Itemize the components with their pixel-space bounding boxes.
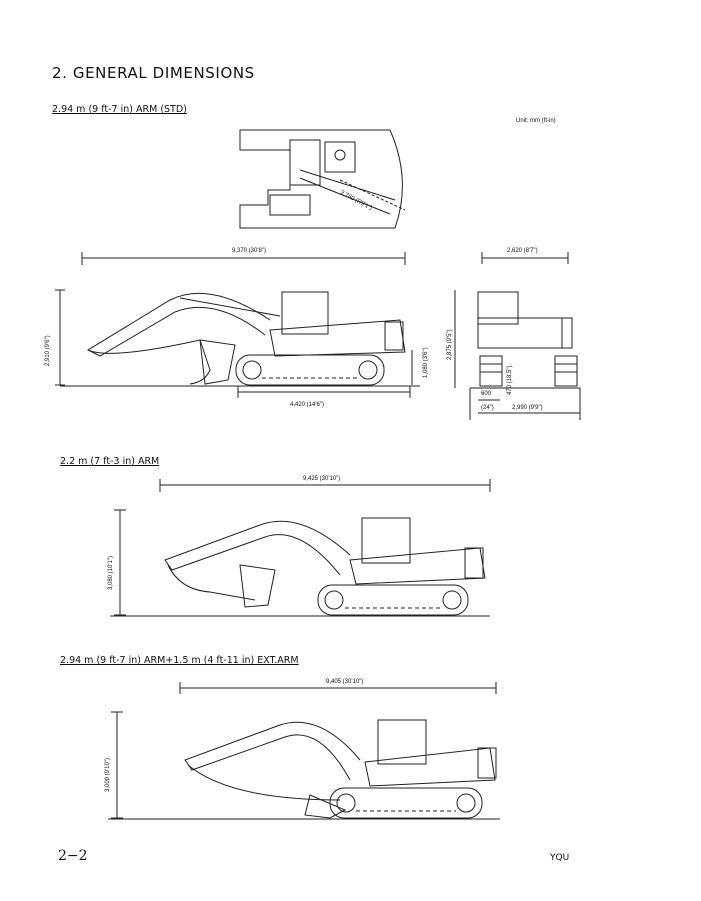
- page-title: 2. GENERAL DIMENSIONS: [52, 64, 255, 82]
- page-number: 2−2: [58, 848, 88, 864]
- unit-note: Unit: mm (ft-in): [516, 118, 556, 124]
- dim-track-width: 2,990 (9'9"): [512, 405, 543, 411]
- dim-track-length: 4,420 (14'6"): [290, 402, 324, 408]
- section3-title: 2.94 m (9 ft-7 in) ARM+1.5 m (4 ft-11 in…: [60, 655, 299, 666]
- dim-overall-length-ext-arm: 9,405 (30'10"): [326, 679, 364, 685]
- dim-overall-length-short-arm: 9,425 (30'10"): [303, 476, 341, 482]
- dim-shoe-width-mm: 600: [481, 391, 492, 397]
- dim-overall-length: 9,370 (30'8"): [232, 248, 266, 254]
- section1-title: 2.94 m (9 ft-7 in) ARM (STD): [52, 104, 187, 115]
- dim-overall-width: 2,620 (8'7"): [507, 248, 538, 254]
- doc-code: YQU: [550, 853, 570, 863]
- dim-overall-height-ext-arm: 3,000 (9'10"): [105, 758, 111, 792]
- dim-shoe-width-in: (24"): [481, 405, 494, 411]
- section2-title: 2.2 m (7 ft-3 in) ARM: [60, 456, 160, 467]
